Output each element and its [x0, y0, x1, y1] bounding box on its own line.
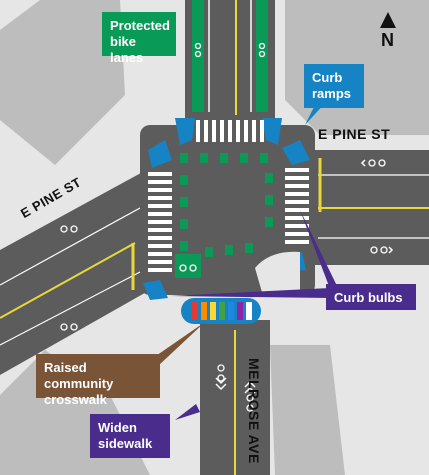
rainbow-crosswalk [192, 302, 252, 320]
curb-ramp-west-north [148, 140, 172, 168]
center-line-west [0, 242, 136, 319]
callout-widen-sidewalk-line1: Widen [98, 420, 137, 435]
crosswalk-east [285, 168, 309, 244]
chevron-icon [215, 159, 394, 394]
curb-bulbs-pointer [300, 210, 338, 294]
callout-protected-bike-lanes-line1: Protected [110, 18, 170, 33]
lane-line-west-top [0, 207, 141, 286]
bike-crossing-markings [180, 153, 273, 257]
callout-widen-sidewalk: Widen sidewalk [90, 414, 170, 458]
bike-box [175, 254, 201, 278]
north-arrow-icon [380, 12, 396, 28]
curb-ramp-north-west [175, 118, 195, 145]
callout-raised-crosswalk-line2: crosswalk [44, 392, 107, 407]
curb-ramp-north-east [262, 118, 282, 145]
building-southeast [270, 345, 345, 475]
west-road [0, 168, 150, 375]
compass-label: N [381, 30, 395, 50]
callout-curb-ramps-line2: ramps [312, 86, 352, 101]
callout-protected-bike-lanes-line2: bike lanes [110, 34, 144, 65]
curb-bulb-sidewalk [255, 251, 300, 320]
street-label-melrose: MELROSE AVE [246, 358, 262, 464]
callout-widen-sidewalk-line2: sidewalk [98, 436, 153, 451]
callout-raised-crosswalk-line1: Raised community [44, 360, 114, 391]
curb-ramp-east-north [282, 140, 310, 165]
callout-curb-ramps: Curb ramps [304, 64, 364, 108]
curb-bulbs-pointer-left [170, 288, 330, 298]
crosswalk-north [196, 120, 264, 142]
crosswalk-west [148, 172, 172, 272]
callout-raised-crosswalk: Raised community crosswalk [36, 354, 160, 407]
callout-curb-bulbs-line1: Curb bulbs [334, 290, 403, 305]
callout-curb-ramps-line1: Curb [312, 70, 343, 85]
callout-curb-bulbs: Curb bulbs [326, 284, 416, 310]
widen-sidewalk-pointer [175, 404, 200, 420]
curb-bulb-southwest [143, 280, 168, 300]
building-northwest [0, 0, 125, 165]
intersection-box [140, 125, 315, 295]
street-label-pine-east: E PINE ST [318, 126, 391, 142]
bicycle-icon [60, 42, 388, 412]
lane-line-west-bottom [0, 271, 141, 346]
callout-protected-bike-lanes: Protected bike lanes [102, 12, 176, 65]
raised-crosswalk-pointer [150, 322, 205, 366]
